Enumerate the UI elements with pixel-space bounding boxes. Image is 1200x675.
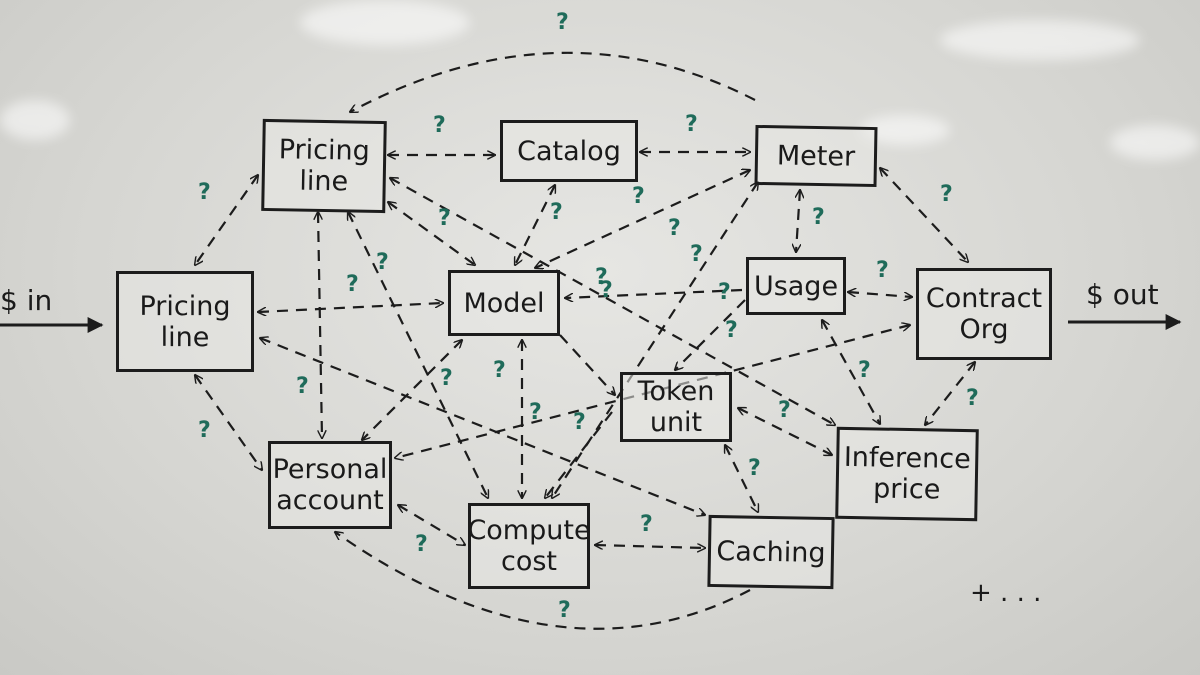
light-glare [300, 0, 470, 45]
question-mark: ? [529, 400, 542, 425]
question-mark: ? [668, 216, 681, 241]
light-glare [0, 100, 70, 140]
question-mark: ? [966, 386, 979, 411]
usage-node: Usage [746, 257, 846, 315]
question-mark: ? [725, 318, 738, 343]
caching-node: Caching [707, 514, 835, 590]
question-mark: ? [296, 374, 309, 399]
more-label: + . . . [970, 578, 1042, 608]
edge-catalog-model [515, 185, 555, 265]
edge-model-token [559, 334, 615, 395]
money-in-label: $ in [0, 284, 53, 317]
question-mark: ? [376, 250, 389, 275]
question-mark: ? [685, 112, 698, 137]
edge-compute-caching [595, 545, 705, 548]
compute-cost-node: Compute cost [467, 503, 591, 589]
edge-token-caching [725, 445, 758, 512]
question-mark: ? [690, 242, 703, 267]
question-mark: ? [438, 206, 451, 231]
question-mark: ? [433, 113, 446, 138]
light-glare [1110, 125, 1200, 160]
question-mark: ? [940, 182, 953, 207]
question-mark: ? [858, 358, 871, 383]
light-glare [940, 20, 1140, 60]
edge-contract-inference [925, 362, 975, 425]
money-out-label: $ out [1086, 278, 1159, 311]
edge-left-model [258, 303, 443, 312]
question-mark: ? [440, 366, 453, 391]
question-mark: ? [876, 258, 889, 283]
meter-node: Meter [754, 124, 878, 188]
question-mark: ? [556, 10, 569, 35]
inference-price-node: Inference price [835, 426, 979, 522]
edge-pricing-top-personal [318, 212, 322, 438]
contract-org-node: Contract Org [916, 268, 1052, 360]
edge-caching-personal-arc [335, 532, 751, 630]
catalog-node: Catalog [500, 120, 638, 182]
edge-left-personal [195, 375, 262, 470]
question-mark: ? [198, 180, 211, 205]
model-node: Model [448, 270, 560, 336]
question-mark: ? [632, 184, 645, 209]
question-mark: ? [558, 598, 571, 623]
question-mark: ? [595, 265, 608, 290]
edge-meter-contract [880, 168, 968, 262]
edge-left-caching [260, 338, 705, 515]
personal-account-node: Personal account [268, 441, 392, 529]
question-mark: ? [812, 205, 825, 230]
token-unit-node: Token unit [620, 372, 732, 442]
edge-personal-compute [398, 505, 465, 545]
question-mark: ? [573, 410, 586, 435]
edge-usage-contract [848, 292, 912, 297]
pricing-line-left-node: Pricing line [116, 271, 254, 372]
pricing-line-top-node: Pricing line [261, 118, 387, 214]
question-mark: ? [415, 532, 428, 557]
edge-usage-model [565, 288, 743, 298]
edge-meter-usage [796, 190, 800, 252]
question-mark: ? [640, 512, 653, 537]
edge-meter-pricing-top-arc [350, 51, 756, 112]
question-mark: ? [718, 280, 731, 305]
question-mark: ? [550, 200, 563, 225]
question-mark: ? [493, 358, 506, 383]
question-mark: ? [346, 272, 359, 297]
question-mark: ? [778, 398, 791, 423]
edge-pricing-top-model [388, 202, 475, 265]
question-mark: ? [600, 278, 613, 303]
question-mark: ? [748, 456, 761, 481]
question-mark: ? [198, 418, 211, 443]
